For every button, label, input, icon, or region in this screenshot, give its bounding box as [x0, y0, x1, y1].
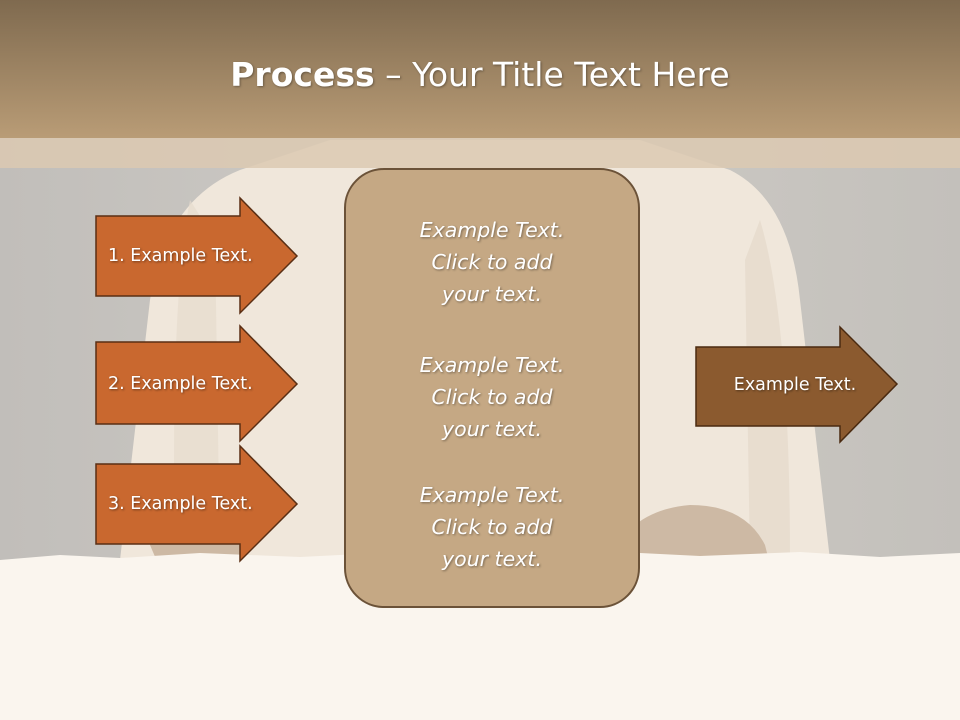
left-arrow-1-label: 1. Example Text. — [108, 246, 253, 266]
text-block-3-line3: your text. — [442, 547, 542, 571]
right-arrow-shape-icon — [695, 325, 899, 444]
right-arrow-shape-icon — [95, 444, 299, 563]
left-arrow-2[interactable]: 2. Example Text. — [95, 324, 299, 443]
left-arrow-3-label: 3. Example Text. — [108, 494, 253, 514]
right-arrow-shape-icon — [95, 324, 299, 443]
text-block-1[interactable]: Example Text. Click to add your text. — [346, 214, 638, 310]
title-rest: – Your Title Text Here — [374, 55, 730, 94]
center-text-box[interactable]: Example Text. Click to add your text. Ex… — [344, 168, 640, 608]
left-arrow-2-label: 2. Example Text. — [108, 374, 253, 394]
text-block-2[interactable]: Example Text. Click to add your text. — [346, 349, 638, 445]
text-block-1-line3: your text. — [442, 282, 542, 306]
text-block-2-line2: Click to add — [431, 385, 553, 409]
right-arrow-shape-icon — [95, 196, 299, 315]
right-arrow[interactable]: Example Text. — [695, 325, 899, 444]
text-block-1-line1: Example Text. — [419, 218, 565, 242]
text-block-3-line2: Click to add — [431, 515, 553, 539]
text-block-1-line2: Click to add — [431, 250, 553, 274]
right-arrow-label: Example Text. — [733, 375, 857, 395]
title-bold: Process — [230, 55, 375, 94]
text-block-3[interactable]: Example Text. Click to add your text. — [346, 479, 638, 575]
text-block-2-line1: Example Text. — [419, 353, 565, 377]
left-arrow-3[interactable]: 3. Example Text. — [95, 444, 299, 563]
left-arrow-1[interactable]: 1. Example Text. — [95, 196, 299, 315]
text-block-2-line3: your text. — [442, 417, 542, 441]
text-block-3-line1: Example Text. — [419, 483, 565, 507]
slide-title: Process – Your Title Text Here — [0, 55, 960, 94]
